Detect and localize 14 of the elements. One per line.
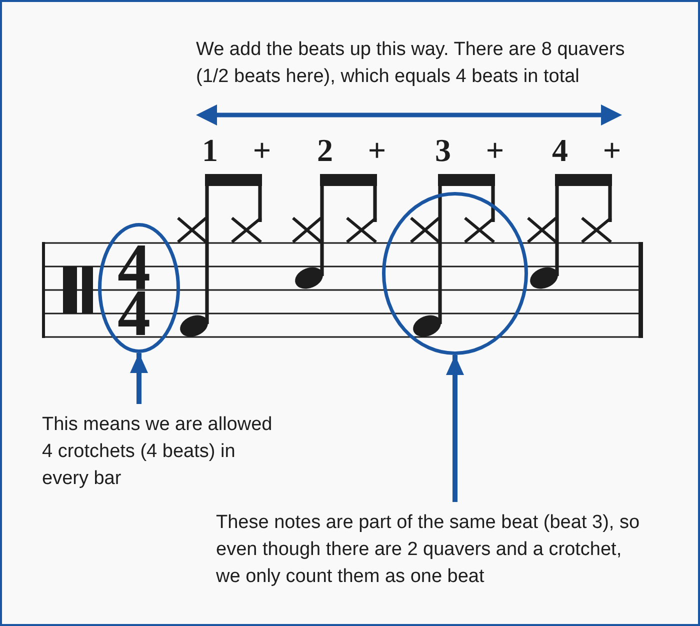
note-text: We add the beats up this way. There are 8 quavers (1/2 beats here), which equals 4 beats in total (196, 38, 626, 89)
annotation-text: This means we are allowed 4 crotchets (4 beats) in every bar (42, 411, 282, 492)
annotation-text: These notes are part of the same beat (beat 3), so even though there are 2 quavers and a crotchet, we only count them as one beat (216, 509, 643, 590)
beat-count: + (368, 137, 386, 163)
arrow (130, 353, 148, 404)
beat-count: 2 (317, 137, 333, 163)
highlight-ellipse (382, 192, 528, 355)
beat-count: 1 (202, 137, 218, 163)
beat-count: + (602, 137, 622, 163)
beat-count: + (486, 137, 504, 163)
arrow (446, 355, 464, 502)
beat-count: 4 (552, 137, 568, 163)
beat-count: 3 (435, 137, 451, 163)
beat-count: + (252, 137, 272, 163)
